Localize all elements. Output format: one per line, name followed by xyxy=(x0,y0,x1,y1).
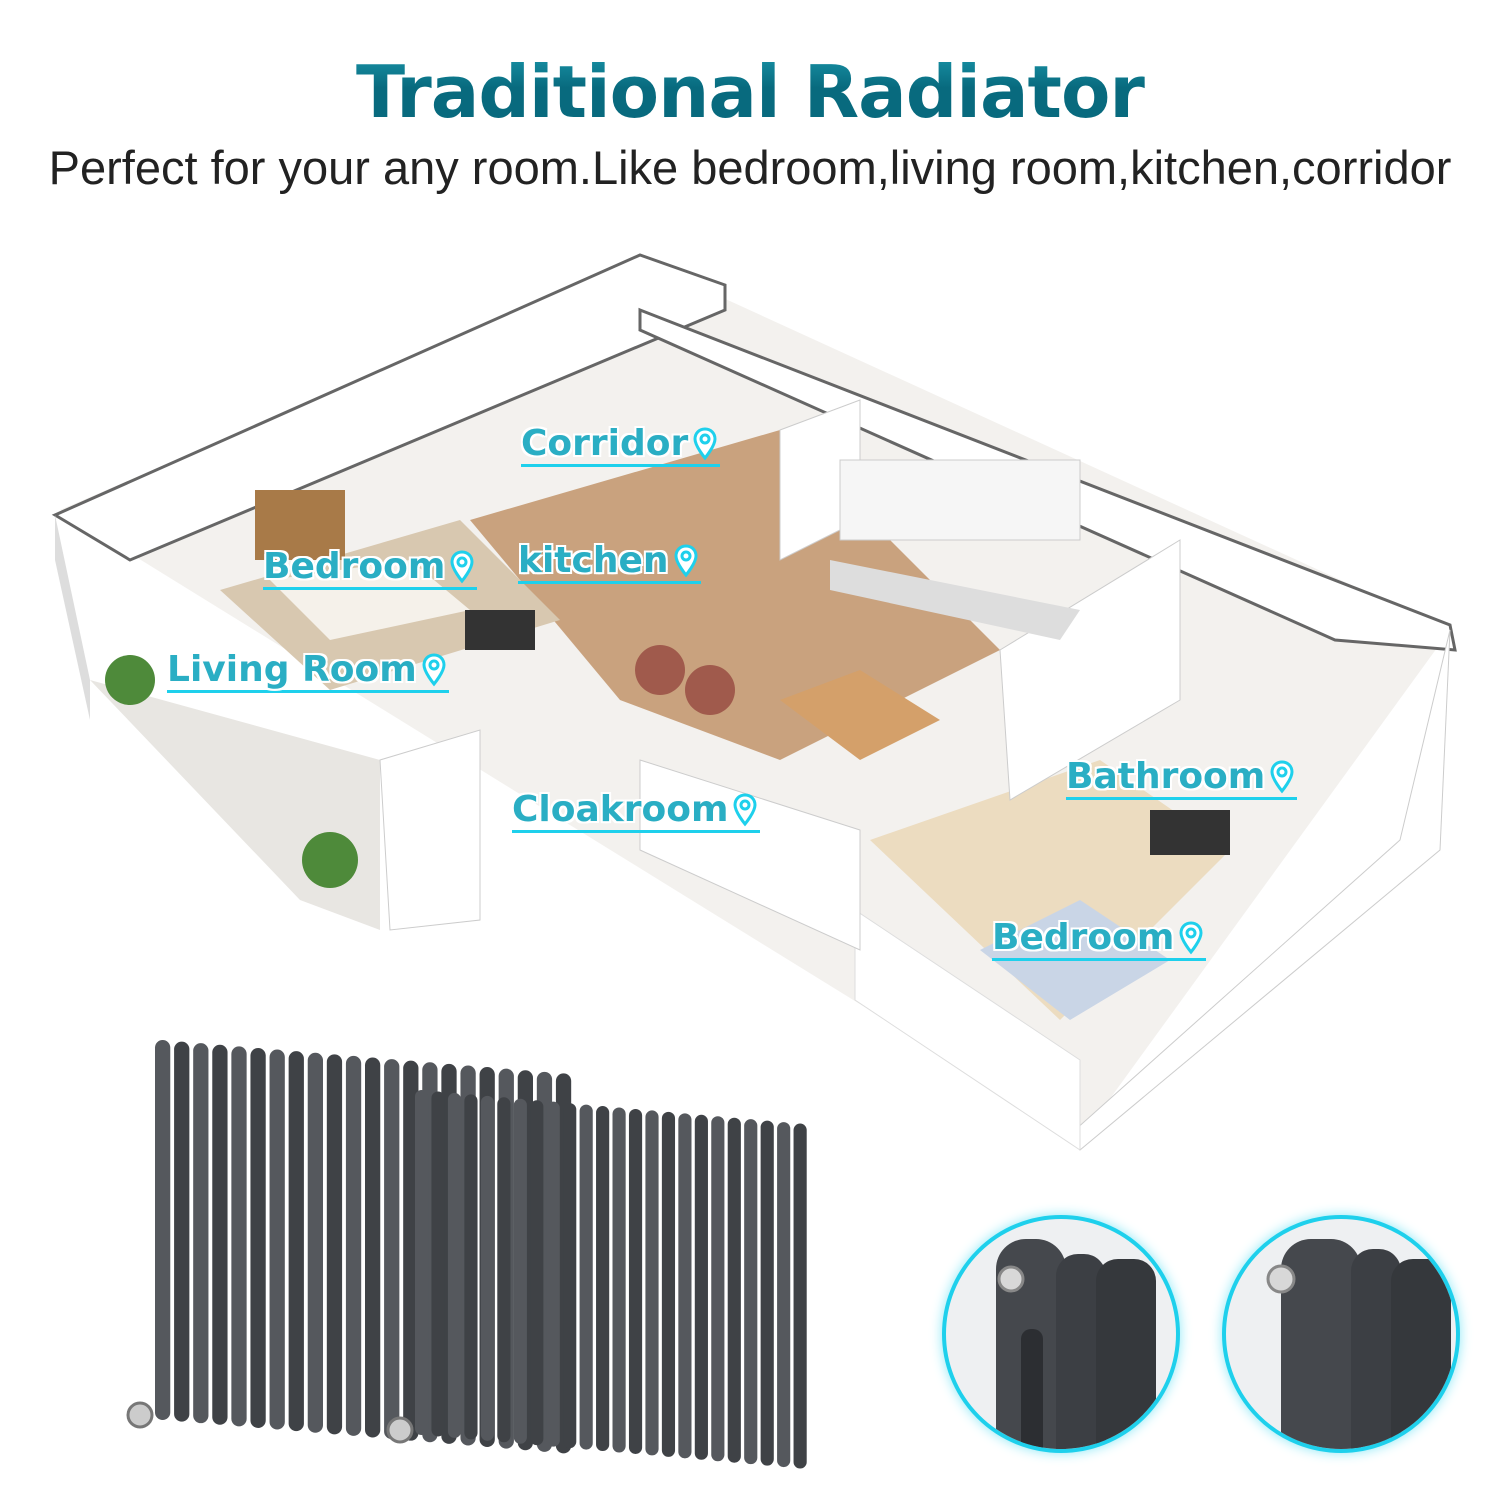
radiator-column xyxy=(530,1100,544,1446)
room-label-text: kitchen xyxy=(518,540,669,581)
radiator-column xyxy=(174,1041,190,1422)
page-subtitle: Perfect for your any room.Like bedroom,l… xyxy=(48,141,1452,194)
radiator-column xyxy=(345,1055,362,1436)
radiator-small xyxy=(386,1090,807,1469)
radiator-valve-detail xyxy=(1266,1239,1451,1449)
radiator-column xyxy=(579,1104,593,1450)
room-label-text: Cloakroom xyxy=(512,789,729,830)
radiator-column xyxy=(645,1110,659,1456)
radiator-column xyxy=(464,1094,478,1440)
room-label-living-room: Living Room xyxy=(167,650,449,693)
valve-icon xyxy=(386,1416,414,1444)
radiator-column xyxy=(326,1054,343,1435)
room-label-text: Bedroom xyxy=(992,917,1175,958)
radiator-column xyxy=(212,1044,228,1425)
radiator-column xyxy=(403,1060,419,1441)
page-title: Traditional Radiator xyxy=(0,50,1500,134)
radiator-column xyxy=(596,1106,610,1452)
map-pin-icon xyxy=(1270,760,1294,794)
radiator-column xyxy=(193,1043,209,1424)
room-label-bedroom: Bedroom xyxy=(263,546,478,590)
map-pin-icon xyxy=(674,544,698,578)
radiator-column xyxy=(661,1111,676,1457)
radiator-column xyxy=(628,1108,643,1454)
radiator-column xyxy=(760,1120,774,1466)
radiator-column xyxy=(546,1101,560,1447)
radiator-column xyxy=(711,1116,725,1462)
radiator-column xyxy=(269,1049,285,1430)
map-pin-icon xyxy=(422,653,446,687)
map-pin-icon xyxy=(733,793,757,827)
radiator-column xyxy=(307,1052,323,1433)
room-label-bathroom: Bathroom xyxy=(1066,756,1298,800)
room-label-cloakroom: Cloakroom xyxy=(512,789,761,833)
room-label-text: Bedroom xyxy=(263,546,446,587)
map-pin-icon xyxy=(450,550,474,584)
radiator-column xyxy=(694,1114,708,1460)
radiator-column xyxy=(777,1122,791,1468)
radiator-column xyxy=(415,1090,429,1435)
valve-icon xyxy=(126,1401,154,1429)
map-pin-icon xyxy=(1179,921,1203,955)
map-pin-icon xyxy=(693,427,717,461)
radiator-column xyxy=(793,1123,807,1469)
room-label-text: Corridor xyxy=(521,423,689,464)
room-label-kitchen: kitchen xyxy=(518,541,701,584)
room-label-corridor: Corridor xyxy=(521,423,721,467)
radiator-column xyxy=(431,1091,445,1437)
room-label-text: Living Room xyxy=(167,649,417,690)
radiator-column xyxy=(563,1103,577,1449)
detail-zoom-circle-2 xyxy=(1222,1215,1460,1453)
detail-zoom-circle-1 xyxy=(942,1215,1180,1453)
radiator-column xyxy=(678,1113,692,1459)
radiator-column xyxy=(612,1107,626,1453)
radiator-column xyxy=(513,1098,527,1444)
radiator-column xyxy=(480,1095,494,1441)
radiator-column xyxy=(744,1119,758,1465)
radiator-column xyxy=(447,1092,462,1438)
radiator-column xyxy=(727,1117,741,1463)
radiator-column xyxy=(365,1057,381,1438)
radiator-column xyxy=(250,1047,266,1428)
room-label-bedroom-2: Bedroom xyxy=(992,917,1207,961)
radiator-column xyxy=(288,1051,304,1432)
radiator-column xyxy=(497,1097,511,1443)
radiator-column xyxy=(384,1059,400,1440)
radiator-column xyxy=(155,1040,171,1420)
room-label-text: Bathroom xyxy=(1066,756,1266,797)
radiator-column xyxy=(231,1046,247,1427)
radiator-valve-detail xyxy=(996,1239,1156,1449)
